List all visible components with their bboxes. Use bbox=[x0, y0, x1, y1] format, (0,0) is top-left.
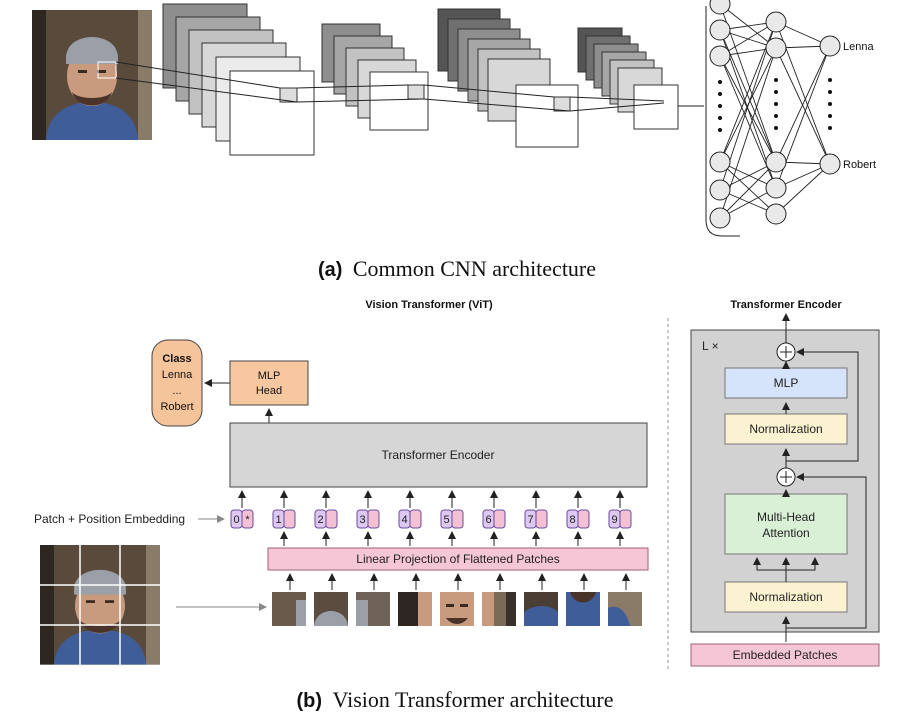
input-face-image-b bbox=[40, 545, 160, 665]
cls-marker: * bbox=[245, 514, 250, 526]
token-8: 8 bbox=[566, 490, 590, 546]
token-1: 1 bbox=[272, 490, 296, 546]
patch-8 bbox=[566, 592, 600, 626]
class-line-1: Lenna bbox=[162, 369, 193, 381]
mlp-head-line-1: MLP bbox=[258, 370, 281, 382]
token-7: 7 bbox=[524, 490, 548, 546]
encoder-detail-panel: L × Normalization Multi-Head Attention N… bbox=[690, 313, 880, 642]
embedded-patches-label: Embedded Patches bbox=[733, 648, 838, 662]
linear-projection-box: Linear Projection of Flattened Patches bbox=[267, 547, 649, 571]
token-2: 2 bbox=[314, 490, 338, 546]
conv-layer-stack-3 bbox=[437, 8, 579, 148]
token-2-label: 2 bbox=[317, 514, 323, 526]
receptive-field-lines bbox=[115, 61, 704, 112]
token-8-label: 8 bbox=[569, 514, 575, 526]
token-3: 3 bbox=[356, 490, 380, 546]
multi-head-attention-box: Multi-Head Attention bbox=[724, 493, 848, 555]
patch-2 bbox=[314, 592, 348, 626]
class-title: Class bbox=[162, 353, 191, 365]
patch-5 bbox=[440, 592, 474, 626]
caption-a-prefix: (a) bbox=[318, 259, 342, 281]
patch-3 bbox=[356, 592, 390, 626]
token-4: 4 bbox=[398, 490, 422, 546]
patch-7 bbox=[524, 592, 558, 626]
transformer-encoder-box: Transformer Encoder bbox=[229, 422, 648, 488]
class-line-3: Robert bbox=[160, 401, 193, 413]
patch-6 bbox=[482, 592, 516, 626]
caption-a-text: Common CNN architecture bbox=[353, 256, 596, 281]
token-6-label: 6 bbox=[485, 514, 491, 526]
norm-bottom-label: Normalization bbox=[749, 590, 822, 604]
embedded-patches-box: Embedded Patches bbox=[690, 643, 880, 667]
caption-a: (a) Common CNN architecture bbox=[318, 256, 596, 281]
conv-layer-stack-1 bbox=[162, 3, 315, 156]
linear-projection-label: Linear Projection of Flattened Patches bbox=[356, 552, 559, 566]
transformer-encoder-label: Transformer Encoder bbox=[382, 448, 495, 462]
token-0-label: 0 bbox=[233, 514, 239, 526]
norm-bottom-box: Normalization bbox=[724, 581, 848, 613]
mlp-head-line-2: Head bbox=[256, 385, 282, 397]
attention-input-arrows bbox=[753, 557, 819, 582]
encoder-detail-title: Transformer Encoder bbox=[730, 299, 842, 311]
token-4-label: 4 bbox=[401, 514, 407, 526]
residual-add-1 bbox=[776, 467, 796, 487]
patch-4 bbox=[398, 592, 432, 626]
patch-9 bbox=[608, 592, 642, 626]
patch-arrows bbox=[286, 573, 630, 590]
mlp-label: MLP bbox=[774, 376, 799, 390]
conv-layer-stack-4 bbox=[577, 27, 679, 130]
vit-title: Vision Transformer (ViT) bbox=[365, 299, 493, 311]
skip-connection-1 bbox=[786, 473, 867, 629]
output-label-robert: Robert bbox=[843, 159, 876, 171]
token-6: 6 bbox=[482, 490, 506, 546]
residual-add-2 bbox=[776, 342, 796, 362]
class-output-box: Class Lenna ... Robert bbox=[151, 339, 203, 427]
patch-1 bbox=[272, 592, 306, 626]
token-5-label: 5 bbox=[443, 514, 449, 526]
input-face-image-a bbox=[32, 10, 152, 140]
caption-b-text: Vision Transformer architecture bbox=[333, 687, 614, 712]
embedding-label: Patch + Position Embedding bbox=[34, 512, 185, 526]
svg-text:(a) Common CNN architect: (a) Common CNN architecture bbox=[318, 256, 596, 281]
caption-b-prefix: (b) bbox=[297, 690, 323, 712]
svg-text:(b) Vision Transformer a: (b) Vision Transformer architecture bbox=[297, 687, 614, 712]
repeat-label: L × bbox=[702, 339, 719, 353]
skip-connection-2 bbox=[786, 348, 859, 462]
token-1-label: 1 bbox=[275, 514, 281, 526]
output-label-lenna: Lenna bbox=[843, 41, 874, 53]
mlp-box: MLP bbox=[724, 367, 848, 399]
caption-b: (b) Vision Transformer architecture bbox=[297, 687, 614, 712]
token-0: 0 * bbox=[230, 490, 254, 529]
conv-layer-stack-2 bbox=[321, 23, 429, 131]
fully-connected-network bbox=[705, 0, 841, 237]
token-9-label: 9 bbox=[611, 514, 617, 526]
norm-top-label: Normalization bbox=[749, 422, 822, 436]
mlp-head-box: MLP Head bbox=[229, 360, 309, 406]
attention-line-2: Attention bbox=[762, 526, 809, 540]
norm-top-box: Normalization bbox=[724, 413, 848, 445]
class-line-2: ... bbox=[172, 385, 181, 397]
token-9: 9 bbox=[608, 490, 632, 546]
image-patches bbox=[272, 592, 642, 626]
token-7-label: 7 bbox=[527, 514, 533, 526]
token-5: 5 bbox=[440, 490, 464, 546]
token-3-label: 3 bbox=[359, 514, 365, 526]
attention-line-1: Multi-Head bbox=[757, 510, 815, 524]
